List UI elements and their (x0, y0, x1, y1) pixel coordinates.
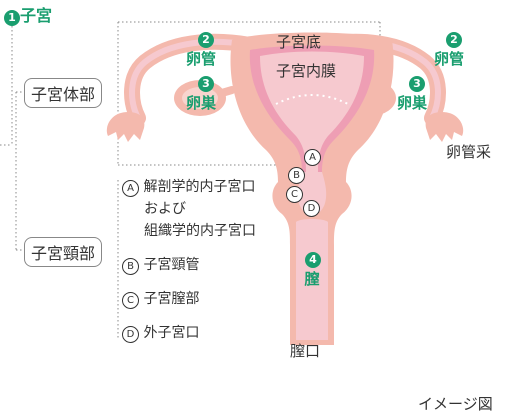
legend-mark: D (122, 326, 139, 343)
legend-item-d: D 外子宮口 (122, 322, 256, 344)
number-badge: 2 (446, 32, 462, 48)
fimbriae-label: 卵管采 (446, 143, 492, 161)
tube-right-label: 2 卵管 (434, 32, 465, 68)
vaginal-opening-label: 膣口 (290, 342, 321, 360)
image-note: イメージ図 (418, 395, 493, 413)
marker-d: D (303, 200, 320, 217)
cervix-label: 子宮頸部 (24, 237, 103, 267)
vagina-canal (296, 219, 328, 340)
marker-c: C (286, 186, 303, 203)
endometrium-label: 子宮内膜 (276, 62, 337, 80)
marker-b: B (288, 167, 305, 184)
marker-a: A (304, 149, 321, 166)
ovary-left-label: 3 卵巣 (186, 76, 217, 112)
vagina-label: 4 膣 (304, 252, 321, 288)
legend-item-c: C 子宮膣部 (122, 288, 256, 310)
number-badge: 1 (4, 10, 20, 26)
legend-mark: C (122, 292, 139, 309)
tube-left-label: 2 卵管 (186, 32, 217, 68)
legend-item-a: A 解剖学的内子宮口 (122, 176, 256, 198)
number-badge: 3 (198, 76, 214, 92)
fimbriae (106, 112, 464, 142)
legend-mark: B (122, 258, 139, 275)
uterine-body-label: 子宮体部 (24, 78, 103, 108)
legend-mark: A (122, 180, 139, 197)
number-badge: 3 (409, 76, 425, 92)
legend-line: および (144, 201, 186, 217)
legend: A 解剖学的内子宮口 および 組織学的内子宮口 B 子宮頸管 C 子宮膣部 D … (122, 176, 256, 344)
number-badge: 4 (305, 252, 321, 268)
legend-line: 組織学的内子宮口 (144, 223, 256, 239)
fundus-label: 子宮底 (276, 33, 322, 51)
number-badge: 2 (198, 32, 214, 48)
legend-item-b: B 子宮頸管 (122, 254, 256, 276)
ovary-right-label: 3 卵巣 (397, 76, 428, 112)
